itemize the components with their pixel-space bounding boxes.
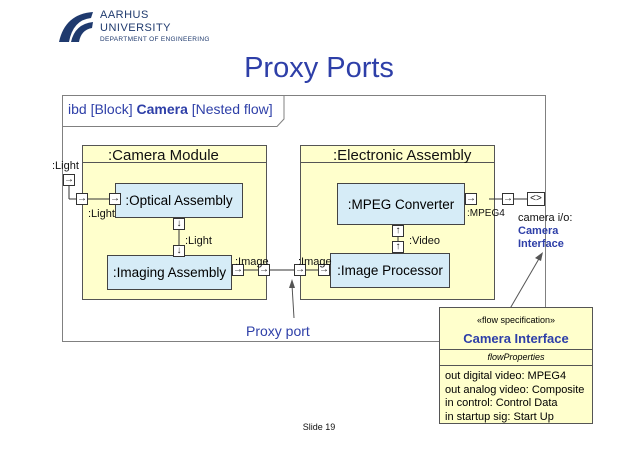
camera-module-divider [82, 162, 267, 163]
port-light-optical: → [109, 193, 121, 205]
label-light-outer: :Light [52, 160, 79, 172]
camera-io-line-1: camera i/o: [518, 212, 573, 224]
slide-number: Slide 19 [302, 422, 336, 432]
ibd-frame-tab [62, 95, 285, 127]
frame-qualifier: [Nested flow] [191, 101, 273, 117]
image-processor-part: :Image Processor [330, 253, 450, 288]
imaging-assembly-label: :Imaging Assembly [112, 265, 227, 280]
mpeg-converter-label: :MPEG Converter [347, 196, 455, 212]
port-mpeg-in: ↑ [392, 225, 404, 237]
logo-line-2: UNIVERSITY [100, 22, 172, 34]
camera-interface-callout [507, 256, 541, 313]
spec-name-divider [440, 349, 592, 350]
port-optical-out: ↓ [173, 218, 185, 230]
ibd-frame-header: ibd [Block] Camera [Nested flow] [68, 101, 273, 117]
optical-assembly-label: :Optical Assembly [125, 193, 233, 208]
label-video: :Video [409, 235, 440, 247]
camera-io-line-2: Camera [518, 225, 559, 237]
spec-property: in startup sig: Start Up [445, 410, 554, 423]
label-mpeg4: :MPEG4 [467, 208, 505, 219]
spec-properties: out digital video: MPEG4 out analog vide… [440, 366, 592, 424]
port-imaging-in: ↓ [173, 245, 185, 257]
imaging-assembly-part: :Imaging Assembly [107, 255, 232, 290]
university-logo: AARHUS UNIVERSITY DEPARTMENT OF ENGINEER… [55, 5, 210, 51]
frame-kind: ibd [Block] [68, 101, 133, 117]
spec-property: out digital video: MPEG4 [445, 370, 567, 382]
proxy-port-label: Proxy port [246, 323, 310, 339]
ibd-frame [62, 95, 546, 342]
spec-name: Camera Interface [463, 331, 569, 346]
spec-property: out analog video: Composite [445, 383, 585, 396]
proxy-port-callout [291, 284, 295, 319]
label-light-internal: :Light [185, 235, 212, 247]
logo-line-3: DEPARTMENT OF ENGINEERING [100, 36, 210, 43]
port-mpeg4-electronic: → [502, 193, 514, 205]
port-light-camera-module: → [76, 193, 88, 205]
electronic-assembly-label: :Electronic Assembly [333, 147, 472, 164]
label-image-camera-module: :Image [235, 256, 269, 268]
camera-module-label: :Camera Module [108, 147, 219, 164]
mpeg-converter-part: :MPEG Converter [337, 183, 465, 225]
spec-section-divider [440, 365, 592, 366]
port-processor-out: ↑ [392, 241, 404, 253]
frame-name: Camera [136, 101, 188, 117]
camera-io-line-3: Interface [518, 238, 564, 250]
electronic-assembly-divider [300, 162, 495, 163]
port-image-camera-module: → [258, 264, 270, 276]
port-mpeg-out: → [465, 193, 477, 205]
aarhus-seal-icon [59, 12, 93, 42]
camera-io-label: camera i/o: Camera Interface [518, 212, 572, 251]
port-image-processor-in: → [318, 264, 330, 276]
port-image-electronic: → [294, 264, 306, 276]
slide-title: Proxy Ports [244, 52, 394, 84]
image-processor-label: :Image Processor [337, 263, 443, 278]
spec-stereotype: «flow specification» [476, 315, 556, 325]
flow-specification-box: «flow specification» Camera Interface fl… [439, 307, 593, 424]
port-camera-io: <> [527, 192, 545, 206]
label-light-inner: :Light [88, 208, 115, 220]
label-image-electronic: :Image [298, 256, 332, 268]
spec-property: in control: Control Data [445, 397, 558, 409]
optical-assembly-part: :Optical Assembly [115, 183, 243, 218]
port-light-outer: → [63, 174, 75, 186]
logo-line-1: AARHUS [100, 9, 149, 21]
port-imaging-out: → [232, 264, 244, 276]
spec-section: flowProperties [487, 352, 545, 362]
